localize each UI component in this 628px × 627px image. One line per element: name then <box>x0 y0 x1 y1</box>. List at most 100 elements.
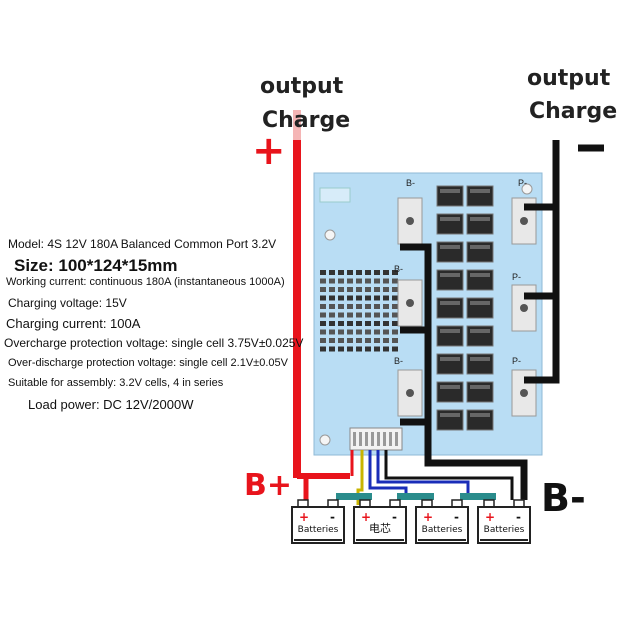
smd-part <box>329 312 335 318</box>
plus-symbol: + <box>252 128 286 174</box>
connector-pin <box>359 432 362 446</box>
battery-label: Batteries <box>422 525 463 535</box>
battery-cell: +-Batteries <box>291 499 345 544</box>
smd-part <box>392 304 398 309</box>
battery-terminal-pos <box>297 499 309 508</box>
smd-part <box>365 287 371 292</box>
spec-overcharge: Overcharge protection voltage: single ce… <box>4 336 304 350</box>
battery-minus-mark: - <box>330 510 335 524</box>
smd-part <box>383 304 389 309</box>
battery-terminal-neg <box>451 499 463 508</box>
battery-cells: +-Batteries+-电芯+-Batteries+-Batteries <box>291 499 531 544</box>
spec-charging-voltage: Charging voltage: 15V <box>8 296 127 310</box>
battery-label: 电芯 <box>369 521 391 535</box>
connector-pin <box>365 432 368 446</box>
smd-part <box>347 270 353 275</box>
mosfet-tab <box>470 385 490 389</box>
left-charge-label: Charge <box>262 108 351 133</box>
balance-wire <box>376 450 470 500</box>
smd-part <box>356 270 362 275</box>
smd-part <box>338 321 344 326</box>
smd-part <box>356 346 362 352</box>
battery-body <box>415 506 469 544</box>
smd-part <box>338 295 344 301</box>
battery-body <box>353 506 407 544</box>
battery-plus-mark: + <box>485 510 495 524</box>
right-charge-label: Charge <box>529 99 618 124</box>
smd-part <box>374 287 380 292</box>
smd-part <box>365 304 371 309</box>
mosfet-tab <box>470 245 490 249</box>
terminal-hole <box>520 389 528 397</box>
battery-label: Batteries <box>484 525 525 535</box>
terminal-hole <box>520 304 528 312</box>
smd-part <box>383 270 389 275</box>
smd-part <box>347 346 353 352</box>
negative-output-wire <box>524 140 560 384</box>
b-minus-wire <box>400 243 528 500</box>
battery-cell: +-Batteries <box>415 499 469 544</box>
battery-terminal-pos <box>421 499 433 508</box>
connector-pin <box>371 432 374 446</box>
smd-part <box>356 338 362 343</box>
battery-terminal-neg <box>327 499 339 508</box>
smd-part <box>374 346 380 352</box>
spec-model: Model: 4S 12V 180A Balanced Common Port … <box>8 237 277 251</box>
spec-size: Size: 100*124*15mm <box>14 256 178 275</box>
smd-part <box>347 338 353 343</box>
mosfet-tab <box>440 245 460 249</box>
battery-plus-mark: + <box>423 510 433 524</box>
smd-part <box>329 304 335 309</box>
smd-part <box>329 338 335 343</box>
terminal-hole <box>520 217 528 225</box>
smd-part <box>392 270 398 275</box>
smd-part <box>383 338 389 343</box>
smd-part <box>320 287 326 292</box>
smd-part <box>392 346 398 352</box>
smd-part <box>383 346 389 352</box>
mosfet-tab <box>470 413 490 417</box>
smd-part <box>374 304 380 309</box>
smd-part <box>356 287 362 292</box>
smd-part <box>374 295 380 301</box>
smd-part <box>347 321 353 326</box>
mounting-hole <box>521 183 533 195</box>
smd-part <box>356 304 362 309</box>
terminal-hole <box>406 299 414 307</box>
smd-part <box>392 329 398 335</box>
smd-part <box>338 270 344 275</box>
terminal-hole <box>406 389 414 397</box>
smd-part <box>347 295 353 301</box>
smd-part <box>374 329 380 335</box>
b-minus-label: B- <box>541 476 586 520</box>
mosfet-tab <box>470 273 490 277</box>
b-plus-label: B+ <box>244 468 293 503</box>
board-logo <box>319 187 351 203</box>
smd-part <box>374 338 380 343</box>
smd-part <box>383 295 389 301</box>
smd-part <box>320 329 326 335</box>
smd-part <box>320 338 326 343</box>
battery-body <box>291 506 345 544</box>
balance-wire <box>384 450 514 500</box>
smd-part <box>356 321 362 326</box>
cell-bus-bar <box>397 493 434 500</box>
battery-cell: +-Batteries <box>477 499 531 544</box>
smd-part <box>356 295 362 301</box>
mosfet-tab <box>440 189 460 193</box>
smd-part <box>329 270 335 275</box>
battery-minus-mark: - <box>392 510 397 524</box>
balance-wire <box>368 450 408 500</box>
smd-part <box>356 278 362 284</box>
smd-part <box>338 338 344 343</box>
pad-label: B- <box>406 178 415 188</box>
mosfet-array <box>436 185 494 431</box>
smd-part <box>338 329 344 335</box>
smd-part <box>329 295 335 301</box>
smd-part <box>365 312 371 318</box>
smd-part <box>356 312 362 318</box>
output-bracket-bottom <box>524 296 560 384</box>
smd-part <box>338 346 344 352</box>
mosfet-tab <box>440 413 460 417</box>
right-output-label: output <box>527 66 611 91</box>
